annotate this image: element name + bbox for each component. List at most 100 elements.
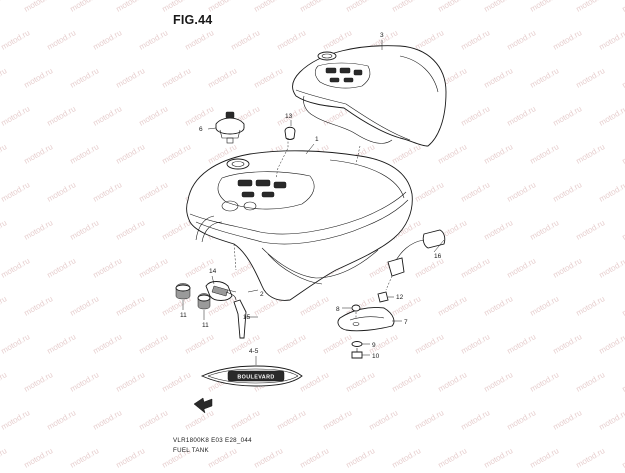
watermark-text: motod.ru — [575, 370, 607, 394]
watermark-text: motod.ru — [161, 142, 193, 166]
watermark-text: motod.ru — [299, 294, 331, 318]
watermark-text: motod.ru — [23, 142, 55, 166]
watermark-text: motod.ru — [23, 370, 55, 394]
watermark-text: motod.ru — [621, 66, 625, 90]
watermark-text: motod.ru — [0, 446, 8, 468]
watermark-text: motod.ru — [483, 446, 515, 468]
watermark-text: motod.ru — [276, 408, 308, 432]
callout-11-left: 11 — [180, 312, 187, 319]
watermark-text: motod.ru — [184, 332, 216, 356]
watermark-text: motod.ru — [23, 218, 55, 242]
watermark-text: motod.ru — [575, 142, 607, 166]
callout-15: 15 — [243, 314, 251, 321]
watermark-text: motod.ru — [184, 28, 216, 52]
watermark-text: motod.ru — [506, 408, 538, 432]
watermark-text: motod.ru — [621, 294, 625, 318]
watermark-text: motod.ru — [207, 66, 239, 90]
watermark-text: motod.ru — [69, 66, 101, 90]
watermark-text: motod.ru — [69, 294, 101, 318]
watermark-text: motod.ru — [0, 0, 8, 14]
watermark-text: motod.ru — [575, 66, 607, 90]
watermark-text: motod.ru — [437, 370, 469, 394]
callout-14: 14 — [209, 268, 217, 275]
watermark-text: motod.ru — [69, 0, 101, 14]
callout-2: 2 — [260, 291, 264, 298]
watermark-text: motod.ru — [0, 66, 8, 90]
watermark-text: motod.ru — [598, 332, 625, 356]
callout-11-right: 11 — [202, 322, 209, 329]
watermark-text: motod.ru — [115, 66, 147, 90]
watermark-text: motod.ru — [345, 446, 377, 468]
callout-16: 16 — [434, 253, 442, 260]
watermark-text: motod.ru — [529, 142, 561, 166]
part-11-grommet-right — [198, 294, 210, 321]
watermark-text: motod.ru — [322, 332, 354, 356]
watermark-text: motod.ru — [0, 294, 8, 318]
watermark-text: motod.ru — [621, 0, 625, 14]
watermark-text: motod.ru — [414, 180, 446, 204]
watermark-text: motod.ru — [529, 0, 561, 14]
figure-title: FIG.44 — [173, 13, 212, 27]
callout-1: 1 — [315, 136, 319, 143]
watermark-text: motod.ru — [161, 218, 193, 242]
watermark-text: motod.ru — [253, 0, 285, 14]
watermark-text: motod.ru — [299, 446, 331, 468]
watermark-text: motod.ru — [46, 408, 78, 432]
watermark-text: motod.ru — [0, 256, 31, 280]
watermark-text: motod.ru — [345, 370, 377, 394]
watermark-text: motod.ru — [207, 0, 239, 14]
part-12-bolt — [378, 292, 394, 302]
watermark-text: motod.ru — [92, 332, 124, 356]
watermark-text: motod.ru — [92, 180, 124, 204]
watermark-text: motod.ru — [460, 332, 492, 356]
watermark-text: motod.ru — [552, 180, 584, 204]
watermark-text: motod.ru — [437, 142, 469, 166]
watermark-text: motod.ru — [575, 294, 607, 318]
watermark-text: motod.ru — [529, 218, 561, 242]
watermark-text: motod.ru — [552, 332, 584, 356]
part-9-washer — [352, 342, 370, 347]
watermark-text: motod.ru — [115, 446, 147, 468]
watermark-text: motod.ru — [529, 446, 561, 468]
watermark-text: motod.ru — [138, 104, 170, 128]
callout-7: 7 — [404, 319, 408, 326]
watermark-text: motod.ru — [552, 28, 584, 52]
watermark-text: motod.ru — [437, 0, 469, 14]
watermark-text: motod.ru — [184, 104, 216, 128]
watermark-text: motod.ru — [23, 294, 55, 318]
watermark-text: motod.ru — [391, 142, 423, 166]
callout-13: 13 — [285, 113, 293, 120]
callout-8: 8 — [336, 306, 340, 313]
watermark-text: motod.ru — [506, 256, 538, 280]
watermark-text: motod.ru — [460, 180, 492, 204]
watermark-text: motod.ru — [276, 28, 308, 52]
watermark-text: motod.ru — [115, 294, 147, 318]
watermark-text: motod.ru — [92, 256, 124, 280]
watermark-text: motod.ru — [621, 142, 625, 166]
callout-9: 9 — [372, 342, 376, 349]
watermark-text: motod.ru — [207, 446, 239, 468]
watermark-text: motod.ru — [69, 218, 101, 242]
watermark-text: motod.ru — [621, 218, 625, 242]
watermark-text: motod.ru — [23, 66, 55, 90]
watermark-text: motod.ru — [483, 370, 515, 394]
watermark-text: motod.ru — [46, 180, 78, 204]
watermark-text: motod.ru — [460, 408, 492, 432]
model-code: VLR1800K8 E03 E28_044 — [173, 437, 252, 444]
watermark-text: motod.ru — [414, 408, 446, 432]
watermark-text: motod.ru — [276, 332, 308, 356]
watermark-text: motod.ru — [460, 104, 492, 128]
watermark-text: motod.ru — [138, 28, 170, 52]
emblem-lettering: BOULEVARD — [237, 375, 274, 381]
watermark-text: motod.ru — [138, 332, 170, 356]
watermark-text: motod.ru — [437, 446, 469, 468]
watermark-text: motod.ru — [483, 142, 515, 166]
watermark-text: motod.ru — [506, 180, 538, 204]
watermark-text: motod.ru — [529, 370, 561, 394]
watermark-text: motod.ru — [69, 446, 101, 468]
watermark-text: motod.ru — [322, 408, 354, 432]
watermark-text: motod.ru — [483, 0, 515, 14]
watermark-text: motod.ru — [46, 28, 78, 52]
callout-4-5: 4-5 — [249, 348, 259, 355]
